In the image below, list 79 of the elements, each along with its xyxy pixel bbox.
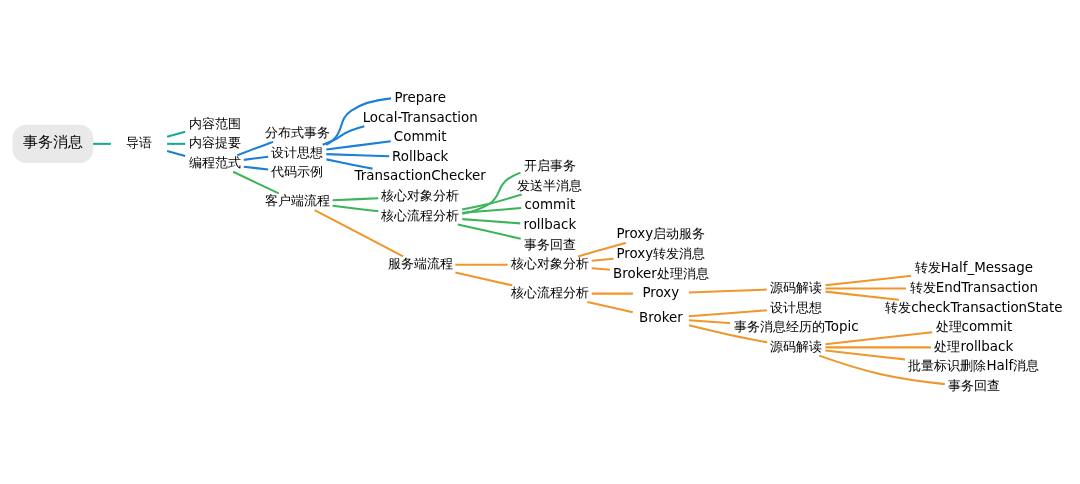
node-text: 设计思想	[770, 299, 823, 315]
node-text: 核心对象分析	[381, 187, 460, 203]
connector	[462, 171, 521, 215]
node-text: 编程范式	[188, 154, 241, 170]
node-text: 设计思想	[271, 144, 324, 160]
node-text: 导语	[126, 134, 153, 150]
connector	[688, 318, 730, 324]
connector	[825, 345, 931, 348]
connector	[455, 263, 508, 266]
node-text: 源码解读	[770, 338, 823, 354]
connector	[232, 170, 280, 194]
node-text: Local-Transaction	[362, 109, 478, 125]
connector	[243, 155, 269, 161]
connector	[688, 323, 768, 343]
connector	[326, 139, 391, 151]
node-text: Commit	[393, 128, 447, 144]
node-text: 核心对象分析	[510, 255, 589, 271]
node-text: 源码解读	[770, 279, 823, 295]
node-text: Proxy启动服务	[616, 225, 706, 241]
node-text: 转发checkTransactionState	[885, 299, 1063, 315]
node-text: 代码示例	[271, 163, 324, 179]
node-text: 开启事务	[523, 157, 576, 173]
connector	[243, 165, 269, 171]
node-box: 事务消息	[12, 124, 94, 163]
node-text: 客户端流程	[264, 192, 330, 208]
node-text: 处理commit	[935, 318, 1013, 334]
connector	[688, 308, 767, 317]
connector	[462, 217, 521, 224]
node-text: commit	[524, 196, 576, 212]
connector	[825, 348, 905, 360]
connector	[825, 290, 899, 301]
connector	[326, 157, 373, 170]
connector	[461, 193, 522, 210]
node-text: 事务回查	[523, 236, 576, 252]
node-text: Rollback	[392, 148, 449, 164]
connector	[825, 330, 933, 345]
node-text: 内容范围	[188, 115, 241, 131]
node-text: 核心流程分析	[381, 207, 460, 223]
connector	[455, 270, 513, 286]
node-text: 内容提要	[188, 134, 241, 150]
connector	[825, 286, 906, 289]
connector	[591, 257, 614, 262]
connector	[332, 204, 379, 212]
node-text: 转发EndTransaction	[909, 279, 1038, 295]
connector	[577, 241, 627, 257]
connector	[326, 152, 390, 157]
node-text: 事务回查	[947, 377, 1000, 393]
node-text: rollback	[523, 216, 577, 232]
connector	[591, 266, 610, 271]
node-text: TransactionChecker	[354, 167, 486, 183]
connector	[167, 142, 186, 145]
connector	[314, 208, 404, 257]
connector	[457, 222, 521, 240]
connector	[322, 124, 365, 146]
node-text: 处理rollback	[934, 338, 1014, 354]
node-text: 批量标识删除Half消息	[908, 357, 1040, 373]
node-text: 事务消息经历的Topic	[733, 318, 859, 334]
node-text: 转发Half_Message	[914, 259, 1033, 275]
connector	[587, 300, 634, 313]
node-text: Prepare	[394, 89, 446, 105]
connector	[332, 196, 379, 201]
connector	[166, 130, 186, 138]
node-text: Broker	[639, 309, 683, 325]
node-text: 发送半消息	[517, 177, 583, 193]
connector	[237, 140, 274, 156]
connector	[818, 354, 945, 385]
connector	[93, 142, 111, 145]
node-text: Broker处理消息	[613, 265, 709, 281]
connector	[688, 288, 767, 294]
node-text: Proxy转发消息	[616, 245, 706, 261]
connector	[462, 206, 522, 214]
node-text: Proxy	[642, 284, 680, 300]
connector	[825, 274, 912, 286]
node-text: 分布式事务	[264, 124, 330, 140]
connector	[166, 149, 186, 157]
node-text: 核心流程分析	[510, 284, 589, 300]
node-text: 服务端流程	[387, 255, 453, 271]
connector	[591, 292, 633, 295]
connector	[325, 96, 392, 146]
